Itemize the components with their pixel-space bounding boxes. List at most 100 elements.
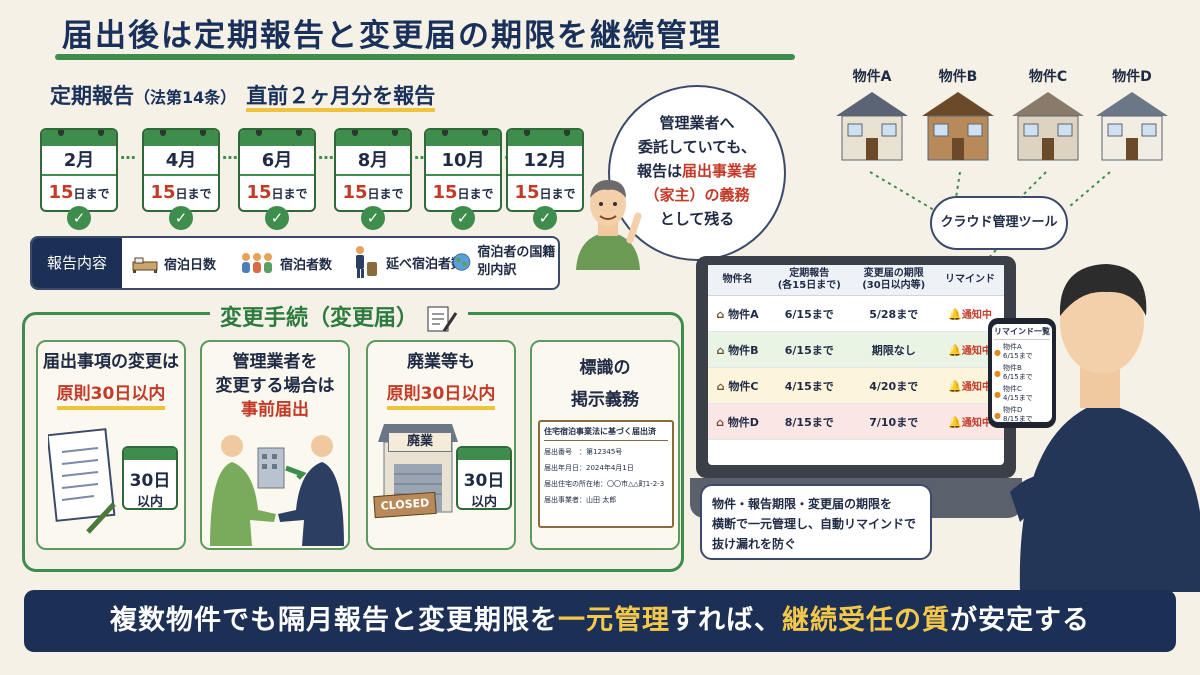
traveler-icon [356, 246, 377, 278]
remind-status: 通知中 [961, 346, 992, 357]
speech-line: 報告は届出事業者 [636, 162, 758, 180]
table-header: 定期報告 (各15日まで) [767, 265, 852, 296]
calendar-top [42, 130, 116, 146]
change-procedure-title: 変更手続（変更届） [210, 300, 468, 333]
deadline-day: 15 [432, 182, 458, 203]
page-title: 届出後は定期報告と変更届の期限を継続管理 [62, 18, 722, 54]
calendar-month: 10月 [426, 146, 500, 176]
sign-row: 届出番号 ：第12345号 [544, 448, 623, 456]
people-icon [242, 253, 272, 273]
remind-status: 通知中 [961, 382, 992, 393]
report-item-label: 宿泊者の国籍別内訳 [477, 245, 556, 278]
sign-row: 届出事業者：山田 太郎 [544, 496, 617, 504]
periodic-highlight: 直前２ヶ月分を報告 [246, 84, 436, 112]
ellipsis-icon: ⋯ [318, 148, 334, 167]
deadline-suffix: 日まで [457, 187, 494, 201]
management-note: 物件・報告期限・変更届の期限を 横断で一元管理し、自動リマインドで 抜け漏れを防… [700, 484, 932, 560]
check-icon: ✓ [361, 206, 385, 230]
table-cell-change: 期限なし [851, 331, 936, 368]
report-item-nationality: 宿泊者の国籍別内訳 [452, 244, 558, 280]
table-cell-report: 8/15まで [767, 403, 852, 440]
house-icon: ⌂ [716, 379, 725, 393]
periodic-label: 定期報告 [50, 84, 134, 108]
calendar-top [426, 130, 500, 146]
calendar-top [144, 130, 218, 146]
change-card-manager: 管理業者を 変更する場合は 事前届出 [200, 340, 350, 550]
badge-days: 30日 [463, 471, 505, 491]
note-line: 横断で一元管理し、自動リマインドで [712, 517, 917, 531]
phone-item-name: 物件A [1002, 343, 1022, 351]
phone-item-name: 物件B [1002, 364, 1022, 372]
deadline-day: 15 [48, 182, 74, 203]
report-item-label: 宿泊者数 [280, 257, 333, 273]
table-cell-change: 4/20まで [851, 367, 936, 404]
report-item-label: 延べ宿泊者数 [386, 256, 465, 272]
property-name: 物件B [728, 343, 759, 357]
periodic-heading: 定期報告（法第14条） 直前２ヶ月分を報告 [50, 80, 436, 112]
check-icon: ✓ [533, 206, 557, 230]
calendar-top [336, 130, 410, 146]
cloud-tool: クラウド管理ツール [930, 196, 1068, 250]
phone-item-date: 6/15まで [1002, 373, 1033, 381]
remind-status: 通知中 [961, 310, 992, 321]
report-item-label: 宿泊日数 [164, 257, 217, 273]
house-icon [1012, 92, 1084, 161]
periodic-article: （法第14条） [134, 88, 237, 107]
bottom-banner: 複数物件でも隔月報告と変更期限を一元管理すれば、継続受任の質が安定する [24, 590, 1176, 652]
speech-line: （家主）の義務 [644, 186, 750, 204]
property-label: 物件C [1028, 69, 1068, 85]
card-line: 届出事項の変更は [43, 352, 179, 372]
deadline-suffix: 日まで [367, 187, 404, 201]
calendar-top [508, 130, 582, 146]
calendar-card: 10月 15日まで [424, 128, 502, 212]
ellipsis-icon: ⋯ [120, 148, 136, 167]
calendar-month: 6月 [240, 146, 314, 176]
calendar-top [240, 130, 314, 146]
calendar-deadline: 15日まで [336, 176, 410, 210]
calendar-deadline: 15日まで [508, 176, 582, 210]
bell-icon: 🔔 [948, 308, 962, 321]
connection-arrows [869, 171, 1111, 279]
bed-icon [132, 257, 158, 273]
badge-within: 以内 [470, 495, 497, 510]
table-cell-name: ⌂ 物件D [708, 403, 768, 440]
manager-person-illustration [1010, 264, 1200, 592]
remind-status: 通知中 [961, 418, 992, 429]
property-name: 物件D [727, 415, 759, 429]
checklist-document-icon [48, 428, 116, 534]
card-line: 廃業等も [407, 352, 475, 372]
phone-item-name: 物件C [1002, 385, 1022, 393]
speech-bubble: 管理業者へ 委託していても、 報告は届出事業者 （家主）の義務 として残る [608, 85, 786, 261]
sign-title: 住宅宿泊事業法に基づく届出済 [544, 426, 668, 441]
phone-title: リマインド一覧 [994, 326, 1050, 340]
calendar-month: 8月 [336, 146, 410, 176]
deadline-day: 15 [514, 182, 540, 203]
deadline-day: 15 [150, 182, 176, 203]
note-line: 物件・報告期限・変更届の期限を [712, 497, 893, 511]
sign-board: 住宅宿泊事業法に基づく届出済 届出番号 ：第12345号 届出年月日：2024年… [538, 420, 674, 528]
speech-line: として残る [659, 210, 735, 228]
check-icon: ✓ [265, 206, 289, 230]
deadline-suffix: 日まで [73, 187, 110, 201]
handshake-illustration [210, 435, 344, 546]
property-label: 物件B [938, 69, 978, 85]
table-cell-report: 4/15まで [767, 367, 852, 404]
change-card-signage: 標識の 掲示義務 住宅宿泊事業法に基づく届出済 届出番号 ：第12345号 届出… [530, 340, 680, 550]
house-icon: ⌂ [716, 343, 725, 357]
card-line: 管理業者を [232, 352, 318, 372]
change-card-closure: 廃業等も 原則30日以内 廃業 CLOSED 30日 以内 [366, 340, 516, 550]
card-deadline: 事前届出 [241, 400, 309, 420]
bell-icon: ● [994, 368, 1001, 378]
badge-calendar: 30日 以内 [456, 446, 512, 510]
table-header: 変更届の期限 (30日以内等) [851, 265, 936, 296]
